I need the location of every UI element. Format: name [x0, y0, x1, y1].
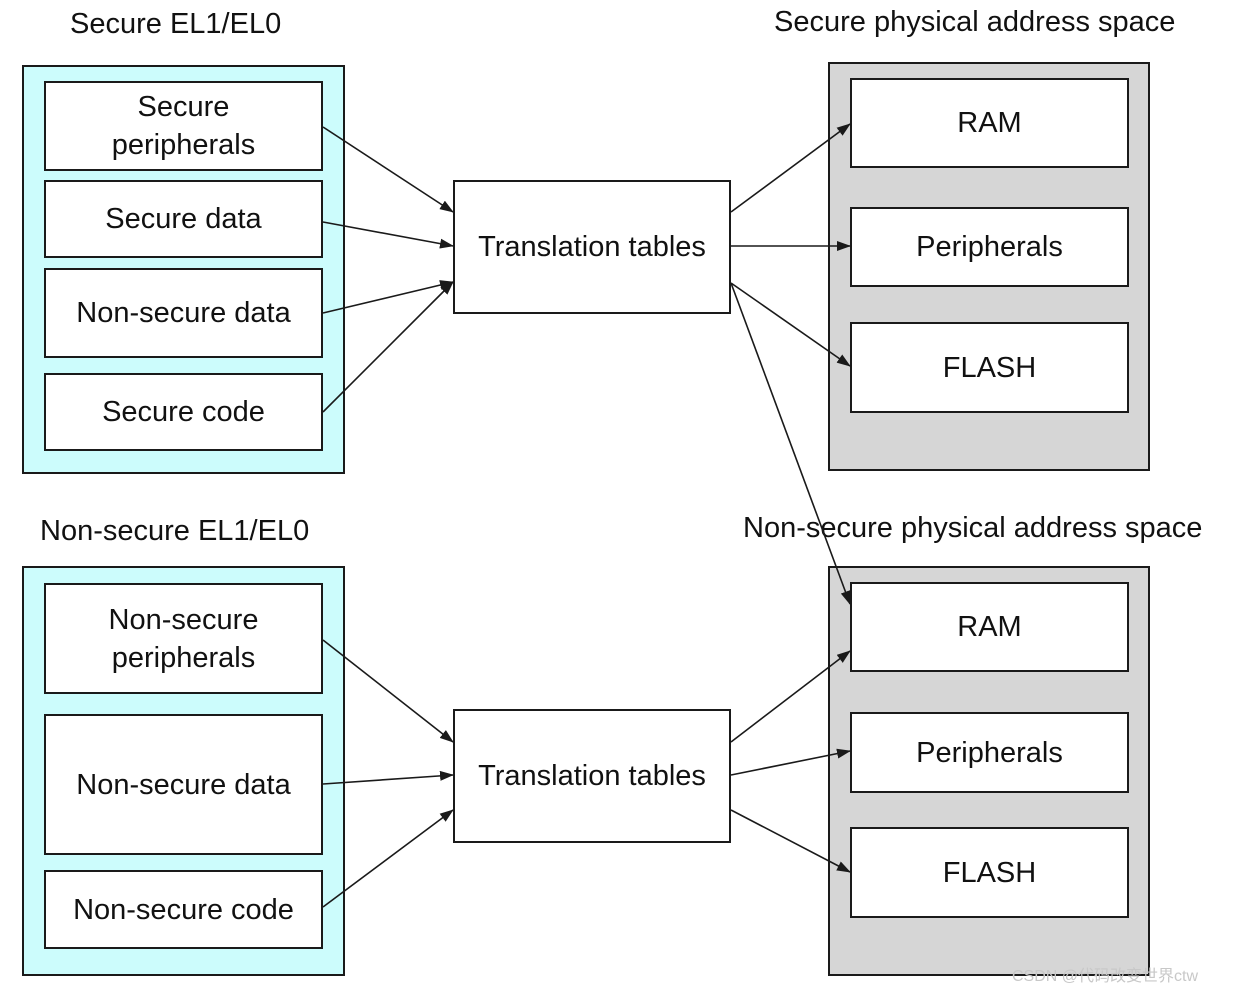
nonsecure-pa-ram: RAM [850, 582, 1129, 672]
secure-region-code: Secure code [44, 373, 323, 451]
secure-el-title: Secure EL1/EL0 [70, 8, 282, 40]
secure-pa-flash: FLASH [850, 322, 1129, 413]
secure-pa-ram: RAM [850, 78, 1129, 168]
nonsecure-region-peripherals: Non-secure peripherals [44, 583, 323, 694]
nonsecure-region-data: Non-secure data [44, 714, 323, 855]
secure-region-nonsecure-data: Non-secure data [44, 268, 323, 358]
nonsecure-el-title: Non-secure EL1/EL0 [40, 515, 310, 547]
secure-region-peripherals: Secure peripherals [44, 81, 323, 171]
nonsecure-pa-flash: FLASH [850, 827, 1129, 918]
nonsecure-pa-title: Non-secure physical address space [743, 512, 1203, 544]
secure-region-secure-data: Secure data [44, 180, 323, 258]
nonsecure-pa-peripherals: Peripherals [850, 712, 1129, 793]
nonsecure-region-code: Non-secure code [44, 870, 323, 949]
nonsecure-translation-tables: Translation tables [453, 709, 731, 843]
secure-translation-tables: Translation tables [453, 180, 731, 314]
secure-pa-peripherals: Peripherals [850, 207, 1129, 287]
secure-pa-title: Secure physical address space [774, 6, 1176, 38]
watermark: CSDN @代码改变世界ctw [1012, 968, 1199, 985]
